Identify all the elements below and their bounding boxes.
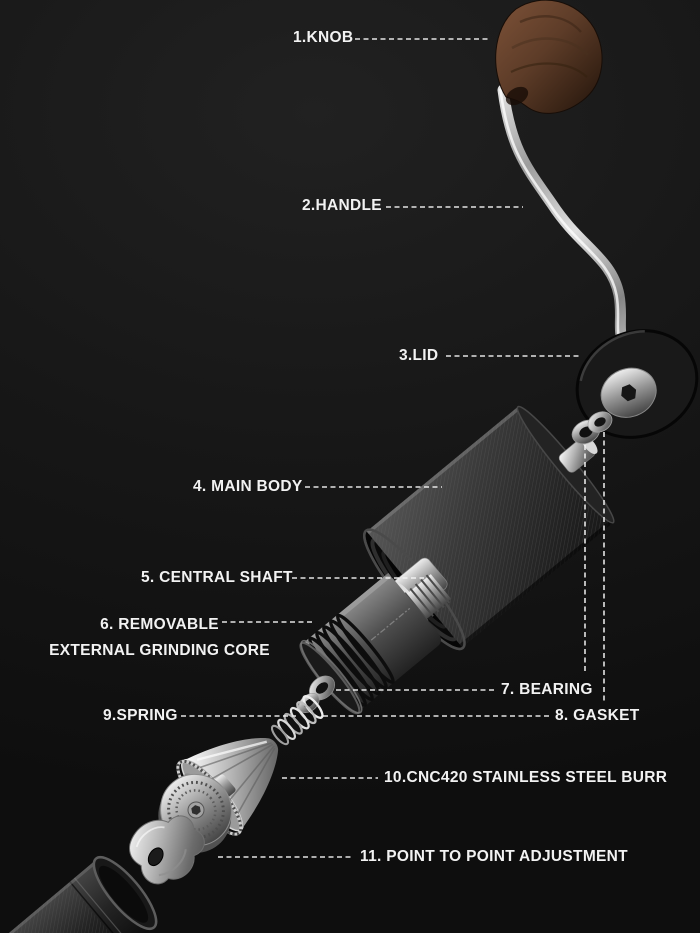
gasket-upper-part	[587, 411, 613, 433]
grinding-core-part	[299, 572, 452, 715]
label-lid: 3.LID	[399, 347, 439, 364]
label-adjustment: 11. POINT TO POINT ADJUSTMENT	[360, 848, 628, 865]
adjustment-nut-part	[129, 815, 205, 885]
label-spring: 9.SPRING	[103, 707, 178, 724]
knob-part	[495, 0, 603, 114]
lid-part	[575, 329, 699, 439]
spring-part	[270, 695, 324, 746]
label-bearing: 7. BEARING	[501, 681, 593, 698]
label-burr: 10.CNC420 STAINLESS STEEL BURR	[384, 769, 668, 786]
label-main-body: 4. MAIN BODY	[193, 478, 303, 495]
lid-hex-hole	[621, 384, 637, 402]
label-grinding-core-line2: EXTERNAL GRINDING CORE	[49, 642, 270, 659]
label-grinding-core: 6. REMOVABLE EXTERNAL GRINDING CORE	[37, 612, 282, 664]
label-grinding-core-line1: 6. REMOVABLE	[100, 616, 219, 633]
catch-cup-part	[0, 855, 158, 933]
label-gasket: 8. GASKET	[555, 707, 640, 724]
label-knob: 1.KNOB	[293, 29, 354, 46]
label-handle: 2.HANDLE	[302, 197, 382, 214]
leader-lines	[181, 38, 605, 858]
label-central-shaft: 5. CENTRAL SHAFT	[141, 569, 293, 586]
handle-part	[497, 84, 630, 350]
